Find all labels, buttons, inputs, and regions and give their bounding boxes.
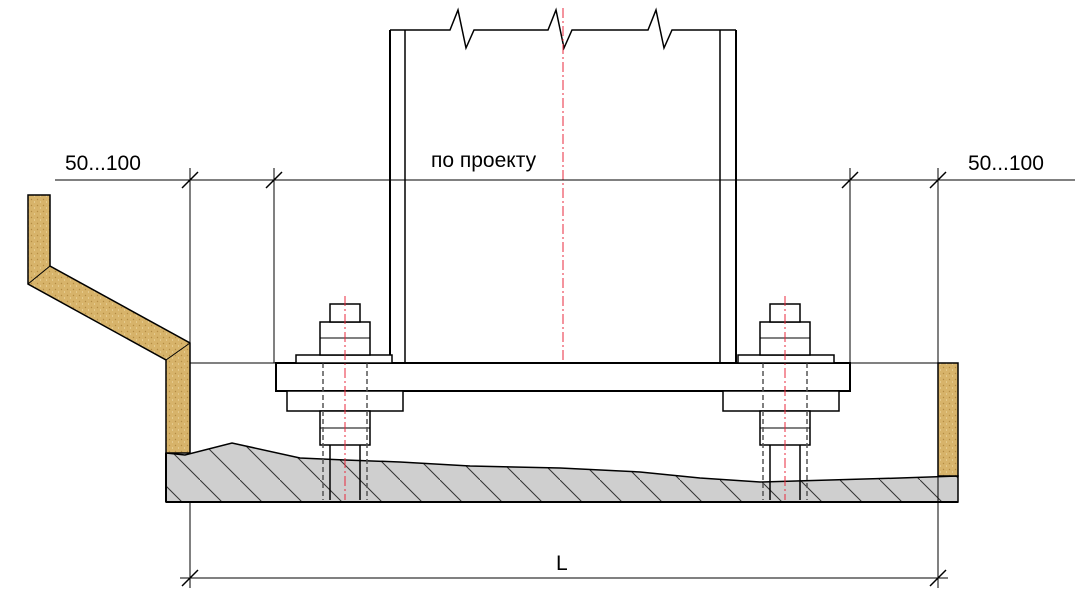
base-plate xyxy=(275,362,851,392)
left-clearance-label: 50...100 xyxy=(65,152,141,175)
overall-length-label: L xyxy=(556,552,568,575)
right-brick-wall xyxy=(937,362,959,477)
concrete-base xyxy=(165,442,959,503)
right-clearance-label: 50...100 xyxy=(968,152,1044,175)
plate-width-label: по проекту xyxy=(431,149,537,172)
right-anchor-bolt xyxy=(722,296,840,500)
left-anchor-bolt xyxy=(286,296,404,500)
steel-column xyxy=(389,7,737,363)
dimension-top xyxy=(55,168,1075,363)
left-brick-wall xyxy=(27,194,191,454)
dimension-bottom xyxy=(180,476,948,588)
